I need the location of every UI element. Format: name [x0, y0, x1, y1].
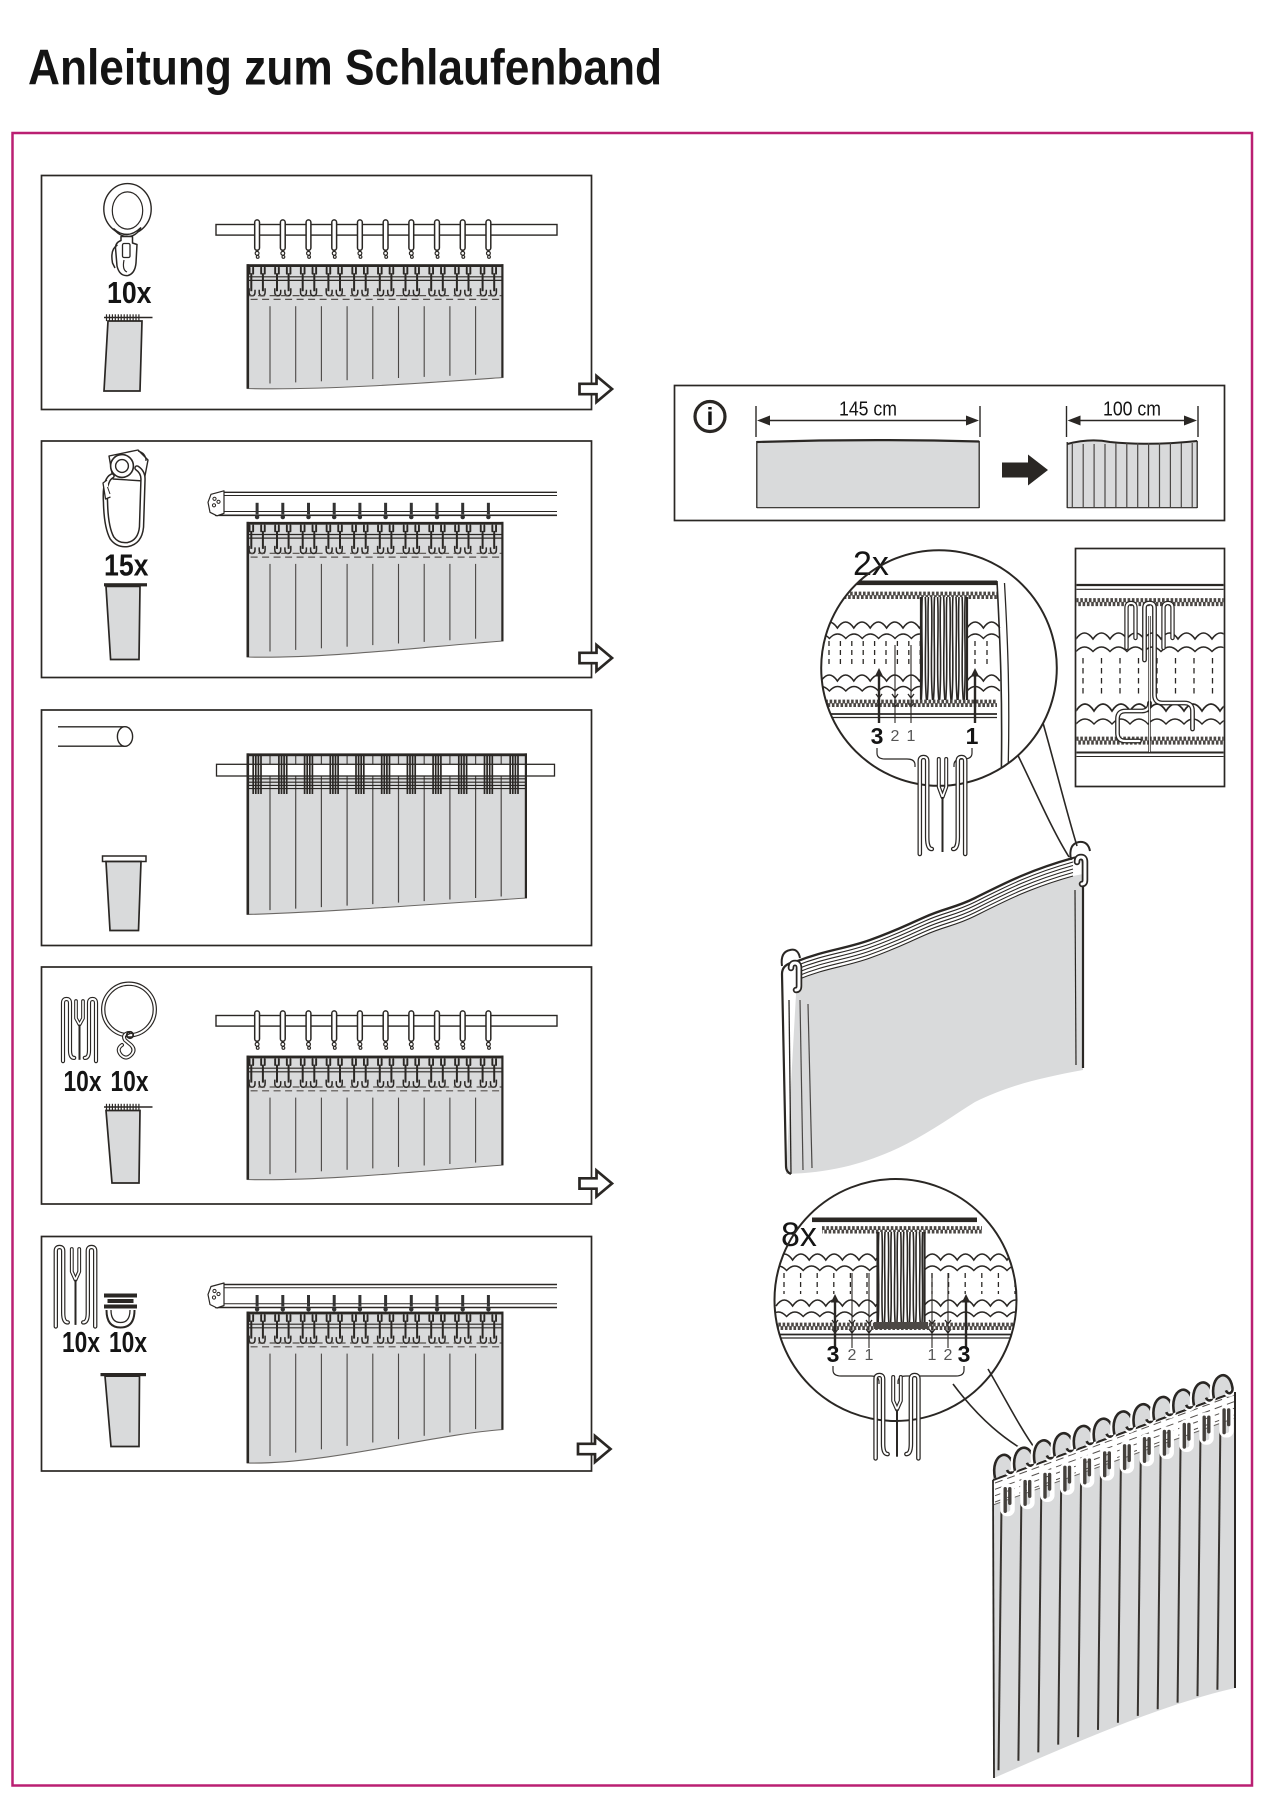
- svg-text:10x: 10x: [111, 1066, 149, 1098]
- svg-text:15x: 15x: [104, 548, 149, 583]
- svg-text:1: 1: [928, 1347, 937, 1364]
- svg-text:10x: 10x: [64, 1066, 102, 1098]
- svg-text:i: i: [707, 403, 714, 431]
- svg-text:1: 1: [907, 728, 916, 745]
- svg-text:100 cm: 100 cm: [1103, 399, 1161, 421]
- svg-text:2: 2: [944, 1347, 953, 1364]
- svg-text:2: 2: [848, 1347, 857, 1364]
- svg-text:2: 2: [891, 728, 900, 745]
- svg-text:3: 3: [958, 1341, 971, 1367]
- svg-text:10x: 10x: [107, 275, 152, 310]
- svg-text:10x: 10x: [109, 1327, 147, 1359]
- svg-text:3: 3: [871, 723, 884, 749]
- svg-text:Anleitung zum Schlaufenband: Anleitung zum Schlaufenband: [28, 40, 662, 96]
- svg-text:1: 1: [966, 723, 979, 749]
- svg-text:145 cm: 145 cm: [839, 399, 897, 421]
- svg-text:1: 1: [865, 1347, 874, 1364]
- svg-text:3: 3: [827, 1341, 840, 1367]
- svg-text:10x: 10x: [62, 1327, 100, 1359]
